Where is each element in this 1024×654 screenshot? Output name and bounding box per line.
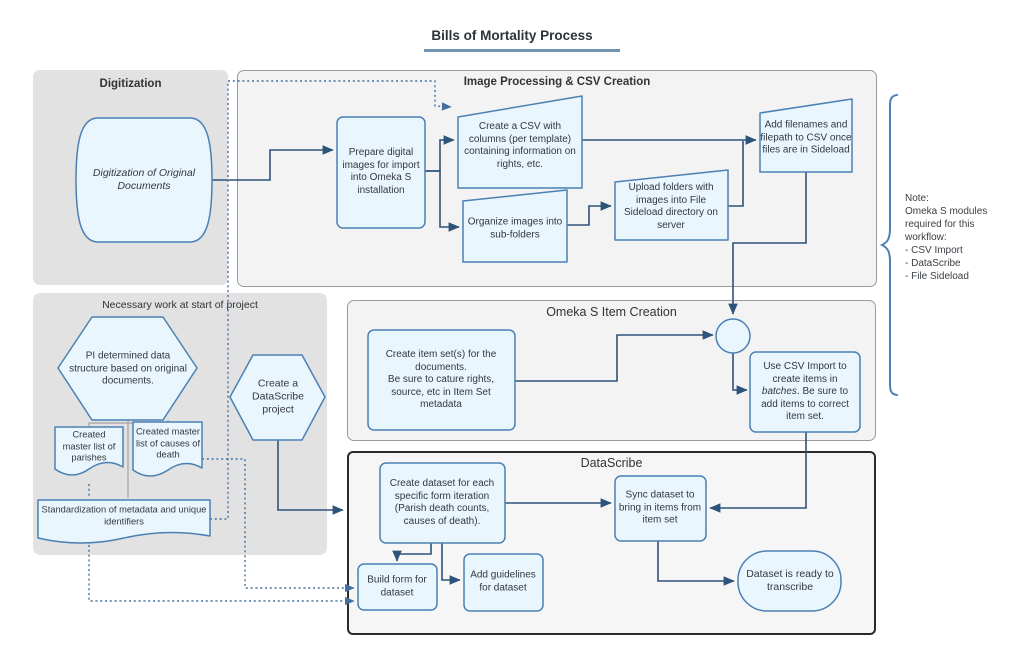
note-line: Note: (905, 193, 929, 204)
node-sync-dataset: Sync dataset to bring in items from item… (618, 489, 702, 526)
group-necessary-work-label: Necessary work at start of project (102, 299, 258, 311)
node-dataset-ready: Dataset is ready to transcribe (746, 567, 834, 593)
node-upload: Upload folders with images into File Sid… (624, 182, 718, 231)
shape-pi-hexagon (57, 316, 198, 421)
junction-circle (715, 318, 751, 354)
node-create-dataset: Create dataset for each specific form it… (389, 478, 495, 527)
connector-prepare-to-create-csv (425, 135, 455, 172)
shape-prepare (336, 116, 426, 229)
connector-item-sets-to-junction (515, 330, 714, 382)
title-underline (424, 49, 620, 52)
page-title: Bills of Mortality Process (431, 28, 593, 43)
shape-ds-project-hexagon (229, 354, 326, 441)
group-omeka-item-creation-label: Omeka S Item Creation (546, 305, 677, 319)
connector-dotted-standardization-to-build-form (88, 545, 355, 606)
shape-sync-dataset (614, 475, 707, 542)
node-use-csv-import: Use CSV Import to create items in batche… (755, 361, 855, 424)
note-line: Omeka S modules (905, 206, 988, 217)
group-image-processing-label: Image Processing & CSV Creation (463, 76, 651, 88)
connector-organize-to-upload (567, 201, 612, 226)
shape-add-guidelines (463, 553, 544, 612)
note-line: - File Sideload (905, 271, 969, 282)
connector-upload-to-add-filenames (728, 141, 744, 207)
node-organize: Organize images into sub-folders (467, 216, 563, 241)
connector-create-dataset-to-build-form (392, 543, 432, 562)
shape-dataset-ready (737, 550, 842, 612)
use-csv-import-text-2: . Be sure to add items to correct item s… (761, 385, 849, 422)
group-datascribe-label: DataScribe (580, 456, 643, 470)
node-build-form: Build form for dataset (367, 574, 427, 599)
node-causes: Created master list of causes of death (135, 426, 201, 460)
use-csv-import-emphasis: batches (761, 385, 797, 397)
node-create-item-sets: Create item set(s) for the documents. Be… (385, 348, 497, 410)
connector-use-csv-import-to-sync (709, 432, 807, 513)
shape-causes-doc (132, 421, 203, 477)
note-line: workflow: (905, 232, 947, 243)
node-add-filenames: Add filenames and filepath to CSV once f… (760, 119, 852, 156)
group-digitization-label: Digitization (99, 78, 162, 90)
connector-junction-to-use-csv-import (732, 353, 748, 395)
shape-create-dataset (379, 462, 506, 544)
shape-standardization-doc (37, 499, 211, 544)
connector-prepare-to-organize (425, 170, 460, 232)
node-digitization-doc: Digitization of Original Documents (92, 166, 196, 192)
shape-organize (462, 189, 568, 263)
node-pi-determined: PI determined data structure based on or… (69, 350, 187, 387)
connector-create-dataset-to-guidelines (441, 543, 461, 585)
connector-ds-project-to-datascribe (277, 440, 344, 515)
node-parishes: Created master list of parishes (62, 429, 116, 463)
use-csv-import-text-1: Use CSV Import to create items in (763, 360, 847, 385)
shape-upload (614, 169, 729, 241)
note-line: required for this (905, 219, 975, 230)
shape-build-form (357, 563, 438, 611)
shape-use-csv-import (749, 351, 861, 433)
connector-add-filenames-to-junction (728, 172, 807, 315)
node-add-guidelines: Add guidelines for dataset (470, 569, 536, 594)
shape-parishes-doc (54, 426, 124, 476)
node-prepare: Prepare digital images for import into O… (342, 147, 420, 196)
node-standardization: Standardization of metadata and unique i… (41, 504, 207, 526)
shape-create-item-sets (367, 329, 516, 431)
curly-brace (879, 94, 898, 396)
node-create-ds-project: Create a DataScribe project (252, 377, 304, 416)
connector-sync-to-dataset-ready (657, 541, 735, 586)
connector-dotted-causes-to-build-form (202, 458, 355, 593)
connector-digitization-to-prepare (205, 145, 334, 181)
side-note: Note: Omeka S modules required for this … (905, 192, 1015, 283)
note-line: - DataScribe (905, 258, 961, 269)
note-line: - CSV Import (905, 245, 963, 256)
node-create-csv: Create a CSV with columns (per template)… (464, 121, 576, 170)
shape-digitization-doc (75, 117, 213, 243)
shape-create-csv (457, 95, 583, 189)
shape-add-filenames (759, 98, 853, 173)
connector-dotted-standardization-to-create-csv (210, 80, 452, 520)
